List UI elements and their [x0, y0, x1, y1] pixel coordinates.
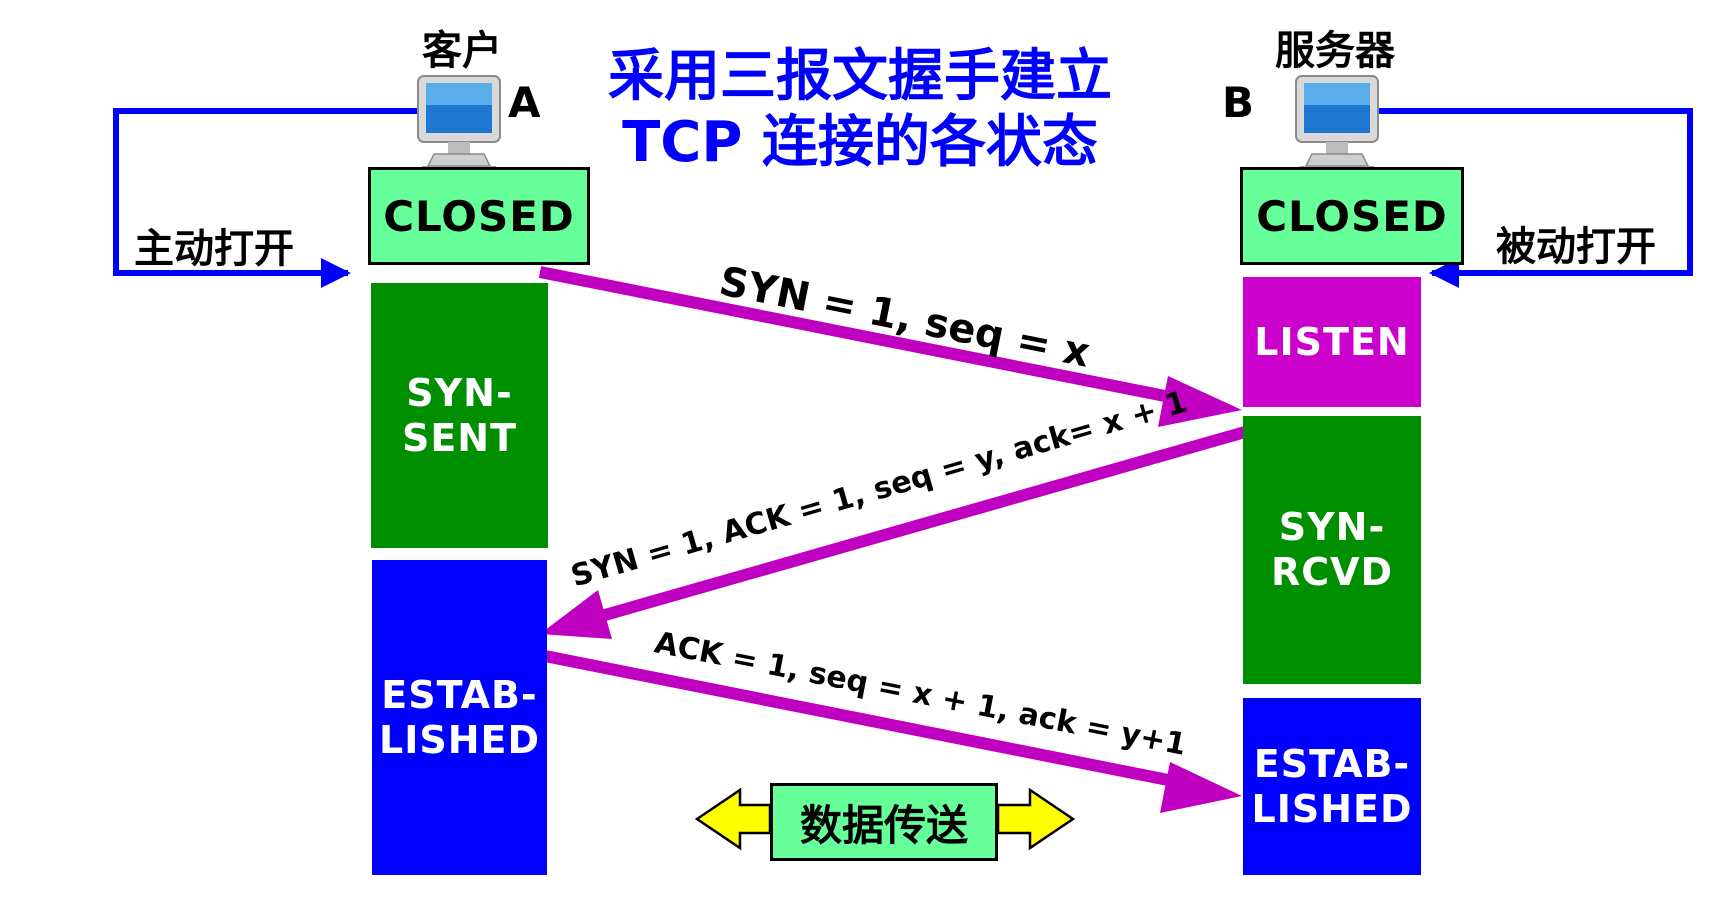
client-state-closed: CLOSED [368, 167, 590, 265]
server-letter: B [1222, 78, 1255, 127]
server-computer-icon [1295, 75, 1379, 172]
client-state-established: ESTAB- LISHED [372, 560, 547, 875]
syn-ack-arrow-head [540, 590, 612, 639]
data-arrow-right [996, 787, 1076, 851]
passive-open-label: 被动打开 [1496, 224, 1656, 270]
title-line-2: TCP 连接的各状态 [622, 110, 1098, 175]
data-arrow-left [694, 787, 772, 851]
client-letter: A [508, 78, 541, 127]
server-label: 服务器 [1275, 28, 1395, 74]
active-open-arrow [113, 108, 420, 288]
server-state-syn-rcvd: SYN- RCVD [1243, 416, 1421, 684]
data-transfer-box: 数据传送 [770, 783, 998, 861]
ack-arrow-shaft [543, 650, 1190, 790]
syn-arrow-shaft [538, 266, 1187, 406]
server-state-established: ESTAB- LISHED [1243, 698, 1421, 875]
title-line-1: 采用三报文握手建立 [608, 44, 1112, 109]
client-computer-icon [417, 75, 501, 172]
active-open-label: 主动打开 [134, 226, 294, 272]
diagram-title: 采用三报文握手建立 TCP 连接的各状态 [560, 44, 1160, 176]
client-state-syn-sent: SYN- SENT [371, 283, 548, 548]
server-state-listen: LISTEN [1243, 277, 1421, 407]
client-label: 客户 [422, 28, 502, 74]
syn-arrow-head [1158, 376, 1242, 427]
ack-arrow-head [1160, 762, 1242, 813]
passive-open-arrow [1374, 108, 1693, 288]
server-state-closed: CLOSED [1240, 167, 1464, 265]
syn-ack-arrow-shaft [596, 426, 1247, 623]
